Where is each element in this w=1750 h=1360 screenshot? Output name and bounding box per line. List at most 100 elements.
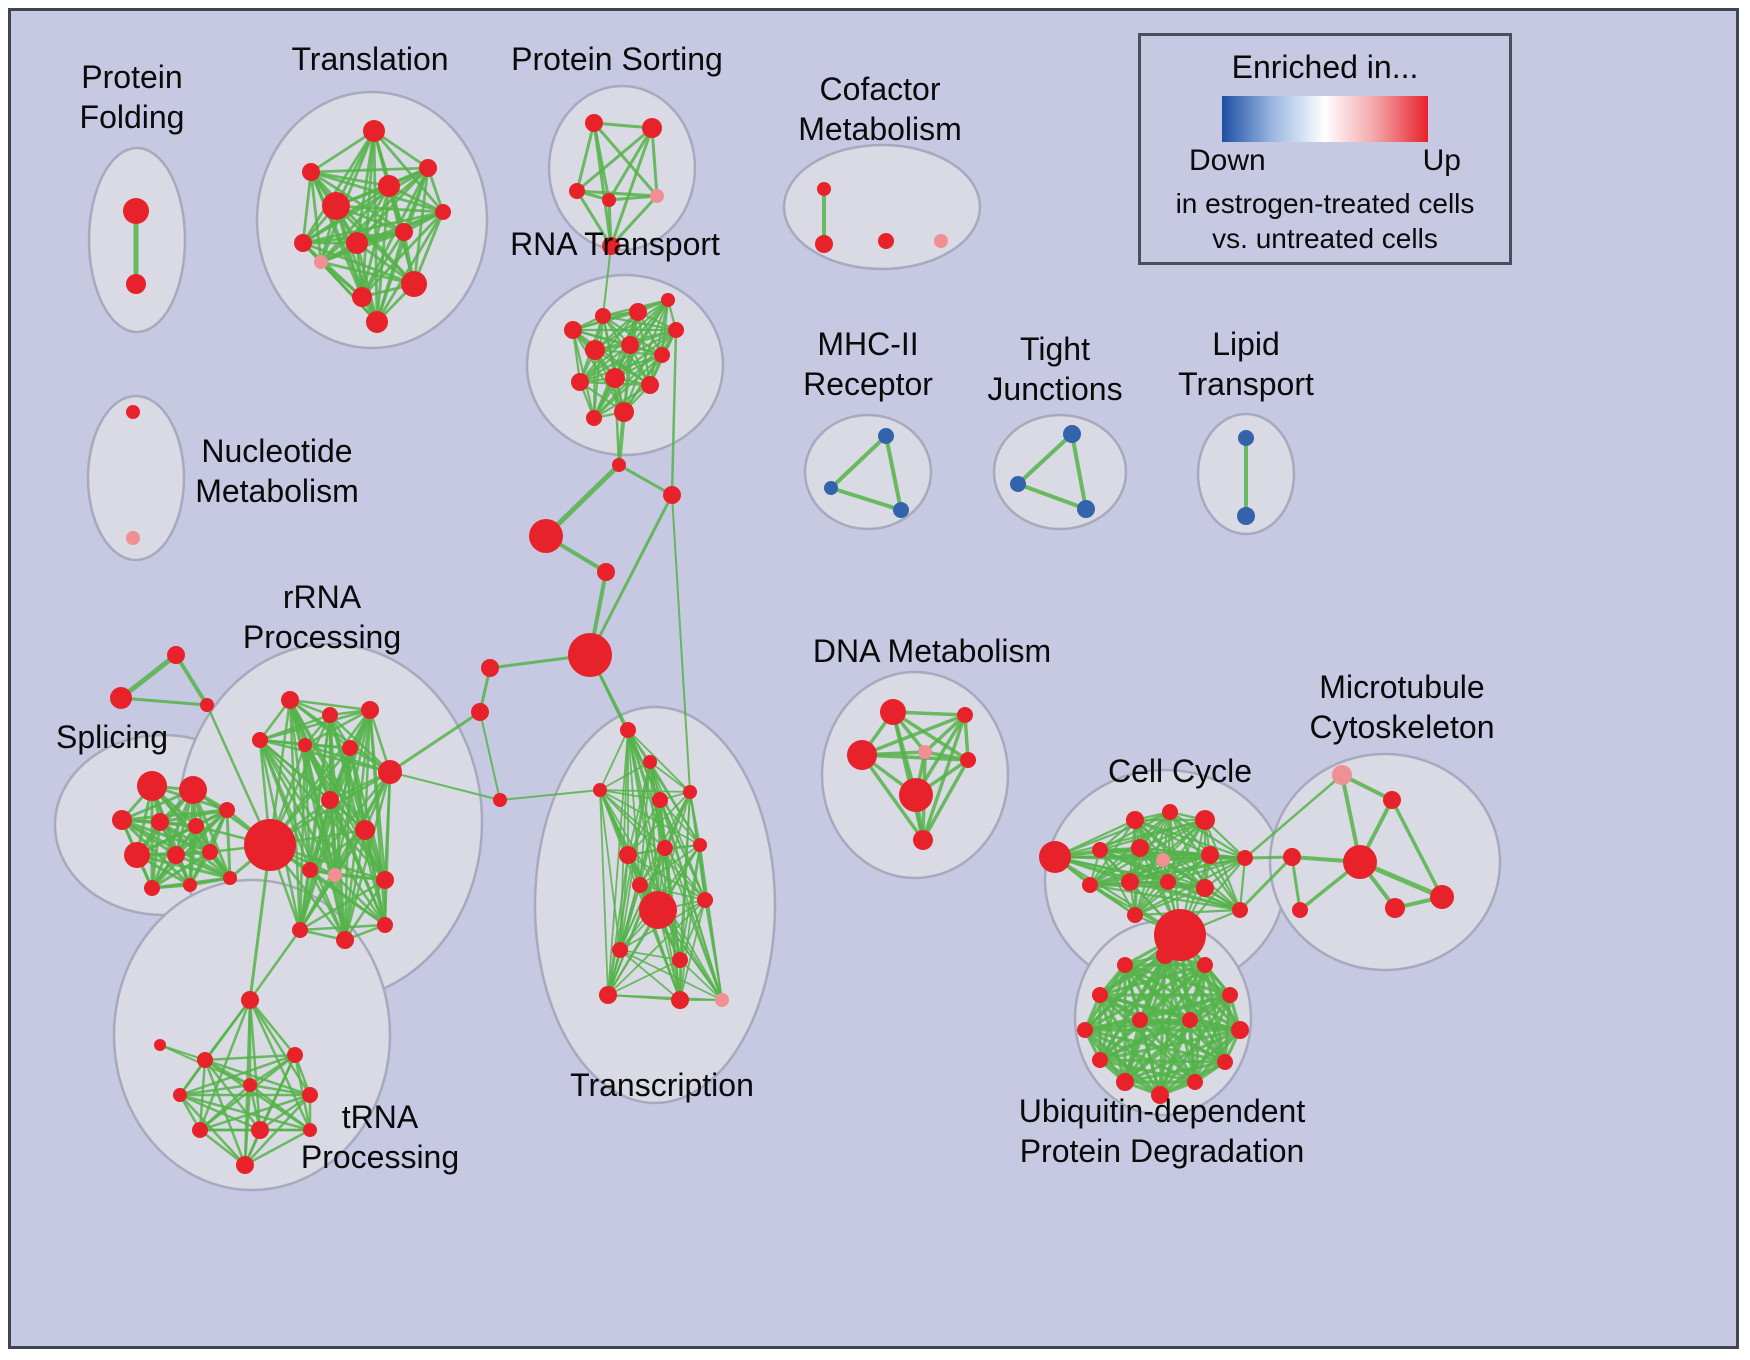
network-edge: [375, 230, 406, 324]
network-edge: [198, 1093, 312, 1132]
network-node: [1160, 874, 1176, 890]
network-node: [957, 707, 973, 723]
network-edge: [298, 708, 372, 932]
legend-caption-line1: in estrogen-treated cells: [1175, 188, 1475, 219]
network-edge: [301, 166, 430, 245]
network-edge: [298, 746, 352, 932]
network-edge: [248, 1083, 312, 1132]
network-node: [1132, 1012, 1148, 1028]
network-edge: [309, 170, 323, 264]
cluster-ellipse-nucleotide-metabolism: [86, 394, 186, 562]
network-node: [586, 410, 602, 426]
network-edge: [649, 761, 691, 793]
cluster-label-rna-transport: RNA Transport: [510, 226, 720, 262]
network-edge: [1238, 856, 1247, 912]
network-edge: [303, 743, 312, 872]
network-edge: [704, 899, 723, 1001]
network-edge: [298, 868, 312, 932]
network-node: [1232, 902, 1248, 918]
network-node: [1430, 885, 1454, 909]
network-edge: [599, 789, 706, 901]
network-node: [619, 846, 637, 864]
network-edge: [319, 260, 416, 286]
network-node: [693, 838, 707, 852]
network-node: [1117, 957, 1133, 973]
network-node: [632, 877, 648, 893]
network-node: [960, 752, 976, 768]
network-edge: [1088, 883, 1242, 912]
network-edge: [203, 1053, 297, 1062]
network-node: [481, 659, 499, 677]
network-node: [878, 428, 894, 444]
network-node: [878, 233, 894, 249]
network-node: [471, 703, 489, 721]
network-node: [668, 322, 684, 338]
network-edge: [343, 878, 387, 942]
network-edge: [607, 729, 629, 996]
network-edge: [375, 210, 445, 324]
network-edge: [829, 434, 888, 490]
network-node: [179, 776, 207, 804]
network-node: [126, 405, 140, 419]
network-edge: [664, 847, 706, 901]
network-node: [605, 368, 625, 388]
network-node: [126, 274, 146, 294]
network-node: [934, 234, 948, 248]
network-edge: [372, 129, 445, 214]
network-edge: [599, 789, 691, 793]
network-node: [1092, 1052, 1108, 1068]
network-edge: [607, 126, 654, 202]
network-node: [913, 830, 933, 850]
network-node: [377, 917, 393, 933]
network-edge: [599, 761, 651, 791]
legend-axis-labels: Down Up: [1141, 144, 1509, 178]
network-node: [401, 271, 427, 297]
network-node: [585, 340, 605, 360]
network-edge: [333, 873, 387, 927]
network-edge: [360, 210, 445, 299]
network-edge: [1098, 1058, 1227, 1064]
network-node: [183, 878, 197, 892]
network-node: [321, 791, 339, 809]
network-node: [188, 818, 204, 834]
network-edge: [1123, 963, 1142, 1022]
network-edge: [248, 998, 262, 1132]
network-edge: [1016, 432, 1074, 486]
network-node: [336, 931, 354, 949]
network-node: [599, 986, 617, 1004]
network-edge: [248, 998, 297, 1057]
network-edge: [639, 761, 651, 886]
network-node: [642, 118, 662, 138]
legend-title: Enriched in...: [1231, 49, 1419, 85]
network-edge: [679, 899, 706, 961]
network-node: [663, 486, 681, 504]
network-node: [1201, 846, 1219, 864]
network-edge: [679, 959, 723, 1001]
network-edge: [639, 884, 706, 901]
network-edge: [829, 486, 903, 512]
network-node: [1292, 902, 1308, 918]
cluster-label-translation: Translation: [291, 41, 448, 77]
network-edge: [258, 738, 392, 774]
network-edge: [649, 761, 659, 911]
network-edge: [627, 799, 661, 856]
network-node: [223, 871, 237, 885]
network-edge: [588, 493, 674, 657]
network-node: [595, 308, 611, 324]
network-node: [167, 646, 185, 664]
network-node: [620, 722, 636, 738]
network-node: [847, 740, 877, 770]
network-node: [1010, 476, 1026, 492]
network-edge: [298, 878, 387, 932]
legend-up-label: Up: [1422, 144, 1461, 177]
network-edge: [599, 789, 666, 849]
network-node: [197, 1052, 213, 1068]
network-edge: [1123, 963, 1192, 1022]
network-node: [650, 189, 664, 203]
